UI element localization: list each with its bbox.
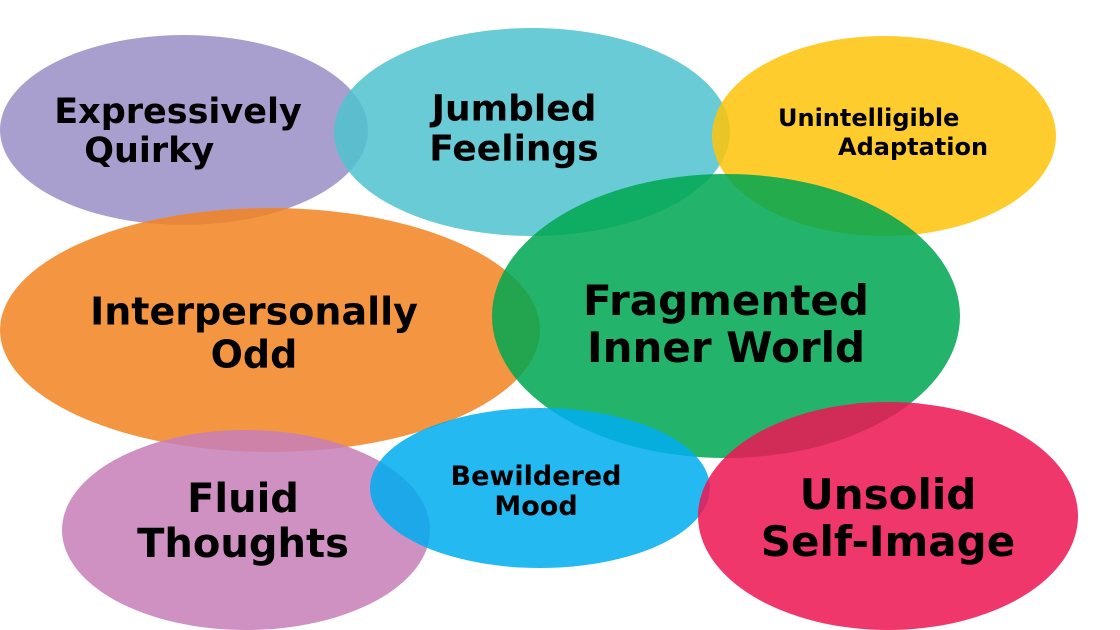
label-line: Jumbled	[431, 88, 597, 130]
label-unsolid-self-image: Unsolid Self-Image	[761, 471, 1015, 565]
label-interpersonally-odd: Interpersonally Odd	[90, 290, 418, 375]
label-bewildered-mood: Bewildered Mood	[450, 460, 622, 522]
label-line: Unintelligible	[778, 104, 960, 132]
label-line: Adaptation	[838, 132, 989, 161]
label-line: Self-Image	[760, 517, 1016, 566]
label-line: Odd	[210, 332, 298, 376]
label-line: Fragmented	[583, 275, 869, 325]
label-line: Interpersonally	[90, 289, 418, 334]
label-jumbled-feelings: Jumbled Feelings	[429, 88, 599, 171]
bubble-expressively-quirky	[0, 35, 368, 225]
label-line: Expressively	[54, 91, 302, 132]
label-line: Feelings	[429, 129, 599, 170]
label-fragmented-inner-world: Fragmented Inner World	[583, 277, 869, 371]
label-line: Inner World	[586, 323, 866, 372]
bubble-unsolid-self-image	[698, 402, 1078, 630]
label-line: Quirky	[84, 131, 215, 171]
label-line: Mood	[494, 491, 578, 522]
label-line: Thoughts	[137, 521, 349, 567]
label-unintelligible-adaptation: Unintelligible Adaptation	[778, 104, 988, 162]
bubble-fluid-thoughts	[62, 430, 430, 630]
bubble-bewildered-mood	[370, 408, 710, 568]
label-line: Unsolid	[799, 469, 977, 519]
label-expressively-quirky: Expressively Quirky	[54, 91, 302, 171]
bubble-jumbled-feelings	[334, 28, 730, 236]
label-line: Fluid	[187, 476, 299, 523]
bubble-fragmented-inner-world	[492, 174, 960, 458]
bubble-interpersonally-odd	[0, 208, 540, 452]
label-line: Bewildered	[450, 460, 622, 492]
label-fluid-thoughts: Fluid Thoughts	[137, 477, 349, 567]
